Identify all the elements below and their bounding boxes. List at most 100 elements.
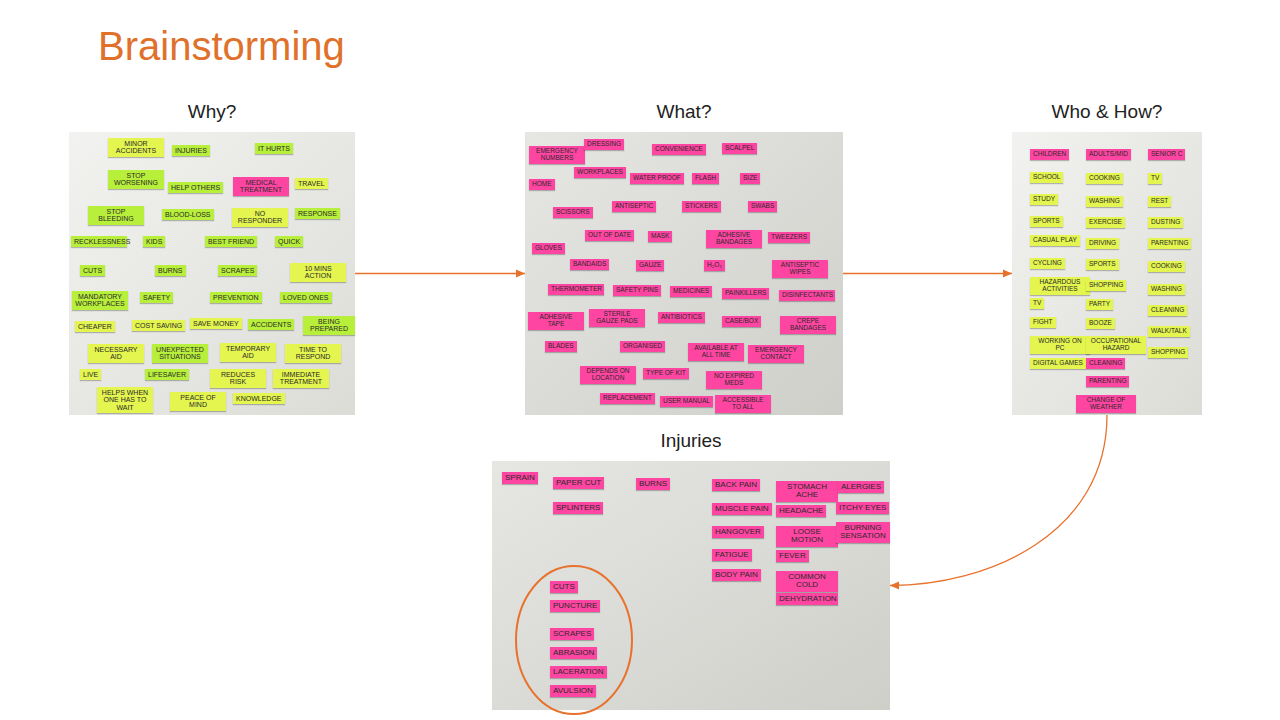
photo-ground [1012,132,1202,415]
sticky-note: PARTY [1086,299,1113,310]
photo-panel: Why?MINOR ACCIDENTSINJURIESIT HURTSSTOP … [69,98,355,415]
note-text: TWEEZERS [771,233,807,240]
arrow-head [516,270,525,278]
note-text: LIFESAVER [148,371,186,378]
note-text: SWABS [751,202,774,209]
note-text: CLEANING [1089,359,1122,366]
note-text: TRAVEL [298,180,325,187]
panel-heading: What? [465,98,903,126]
sticky-note: CHEAPER [75,321,115,332]
note-text: DRIVING [1089,239,1116,246]
sticky-note: PARENTING [1148,238,1191,249]
note-text: BANDAIDS [573,260,606,267]
sticky-note: COMMON COLD [776,571,838,592]
note-text: STERILE GAUZE PADS [596,310,637,324]
note-text: EMERGENCY NUMBERS [536,147,578,161]
sticky-note: TYPE OF KIT [643,368,689,379]
sticky-note: DEHYDRATION [776,593,838,605]
note-text: RECKLESSNESS [74,238,130,245]
note-text: CASUAL PLAY [1033,236,1077,243]
sticky-note: COOKING [1086,173,1123,184]
note-text: HOME [532,180,552,187]
panel-heading: Injuries [432,427,950,455]
note-text: HANGOVER [715,527,761,536]
sticky-note: BEST FRIEND [205,236,257,247]
note-text: OUT OF DATE [588,231,631,238]
sticky-note: ORGANISED [620,341,665,352]
note-text: NO RESPONDER [238,210,282,224]
note-text: PARTY [1089,300,1110,307]
note-text: TV [1033,299,1041,306]
sticky-note: EXERCISE [1086,217,1125,228]
sticky-note: MUSCLE PAIN [712,503,772,515]
sticky-note: ACCESSIBLE TO ALL [715,395,771,413]
sticky-note: IMMEDIATE TREATMENT [273,369,329,388]
photo-ground [525,132,843,415]
sticky-note: SCALPEL [722,143,757,154]
sticky-note: OUT OF DATE [585,230,634,241]
sticky-note: FEVER [776,550,809,562]
note-text: CASE/BOX [725,317,758,324]
sticky-note: ANTISEPTIC WIPES [772,260,828,278]
sticky-note: SPRAIN [502,472,538,484]
sticky-note: LIFESAVER [145,369,189,380]
note-text: BODY PAIN [715,570,758,579]
note-text: LOVED ONES [283,294,329,301]
sticky-note: DRIVING [1086,238,1119,249]
sticky-note: BLADES [545,341,577,352]
sticky-note: ACCIDENTS [248,319,294,330]
note-text: HELPS WHEN ONE HAS TO WAIT [102,389,148,411]
photo-area: MINOR ACCIDENTSINJURIESIT HURTSSTOP WORS… [69,132,355,415]
sticky-note: FATIGUE [712,549,752,561]
sticky-note: IT HURTS [255,143,293,154]
note-text: SIZE [743,174,757,181]
sticky-note: MEDICAL TREATMENT [233,177,289,196]
note-text: MEDICINES [673,287,709,294]
sticky-note: EMERGENCY CONTACT [748,345,804,363]
sticky-note: LACERATION [550,666,607,678]
note-text: BACK PAIN [715,480,757,489]
note-text: FATIGUE [715,550,749,559]
photo-area: CHILDRENSCHOOLSTUDYSPORTSCASUAL PLAYCYCL… [1012,132,1202,415]
sticky-note: RECKLESSNESS [71,236,127,247]
sticky-note: LOOSE MOTION [776,526,838,547]
note-text: REDUCES RISK [221,371,255,385]
sticky-note: THERMOMETER [548,284,604,295]
sticky-note: CHILDREN [1030,149,1069,160]
sticky-note: STOP WORSENING [108,170,164,189]
note-text: AVAILABLE AT ALL TIME [694,344,737,358]
sticky-note: STOP BLEEDING [88,206,144,225]
sticky-note: HELP OTHERS [168,182,223,193]
sticky-note: ADHESIVE BANDAGES [706,230,762,248]
note-text: SCRAPES [221,267,254,274]
note-text: LACERATION [553,667,604,676]
sticky-note: LOVED ONES [280,292,332,303]
sticky-note: REPLACEMENT [600,393,655,404]
sticky-note: BURNS [636,478,670,490]
note-text: BLADES [548,342,574,349]
sticky-note: FIGHT [1030,317,1056,328]
note-text: CHILDREN [1033,150,1066,157]
sticky-note: DIGITAL GAMES [1030,358,1086,369]
sticky-note: SAFETY [140,292,173,303]
panel-heading: Who & How? [952,98,1262,126]
sticky-note: RESPONSE [295,208,340,219]
note-text: IT HURTS [258,145,290,152]
note-text: STUDY [1033,195,1055,202]
note-text: SCISSORS [556,208,590,215]
panel-heading: Why? [9,98,415,126]
note-text: REPLACEMENT [603,394,652,401]
note-text: MEDICAL TREATMENT [240,179,282,193]
sticky-note: SWABS [748,201,777,212]
note-text: WATER PROOF [633,174,681,181]
note-text: SPRAIN [505,473,535,482]
sticky-note: BANDAIDS [570,259,609,270]
note-text: WORKPLACES [577,168,623,175]
sticky-note: MASK [648,231,672,242]
note-text: BEING PREPARED [310,318,348,332]
note-text: FLASH [695,174,716,181]
photo-area: SPRAINPAPER CUTBURNSBACK PAINSTOMACH ACH… [492,461,890,710]
sticky-note: STOMACH ACHE [776,481,838,502]
sticky-note: ALERGIES [838,481,884,493]
note-text: CYCLING [1033,259,1062,266]
